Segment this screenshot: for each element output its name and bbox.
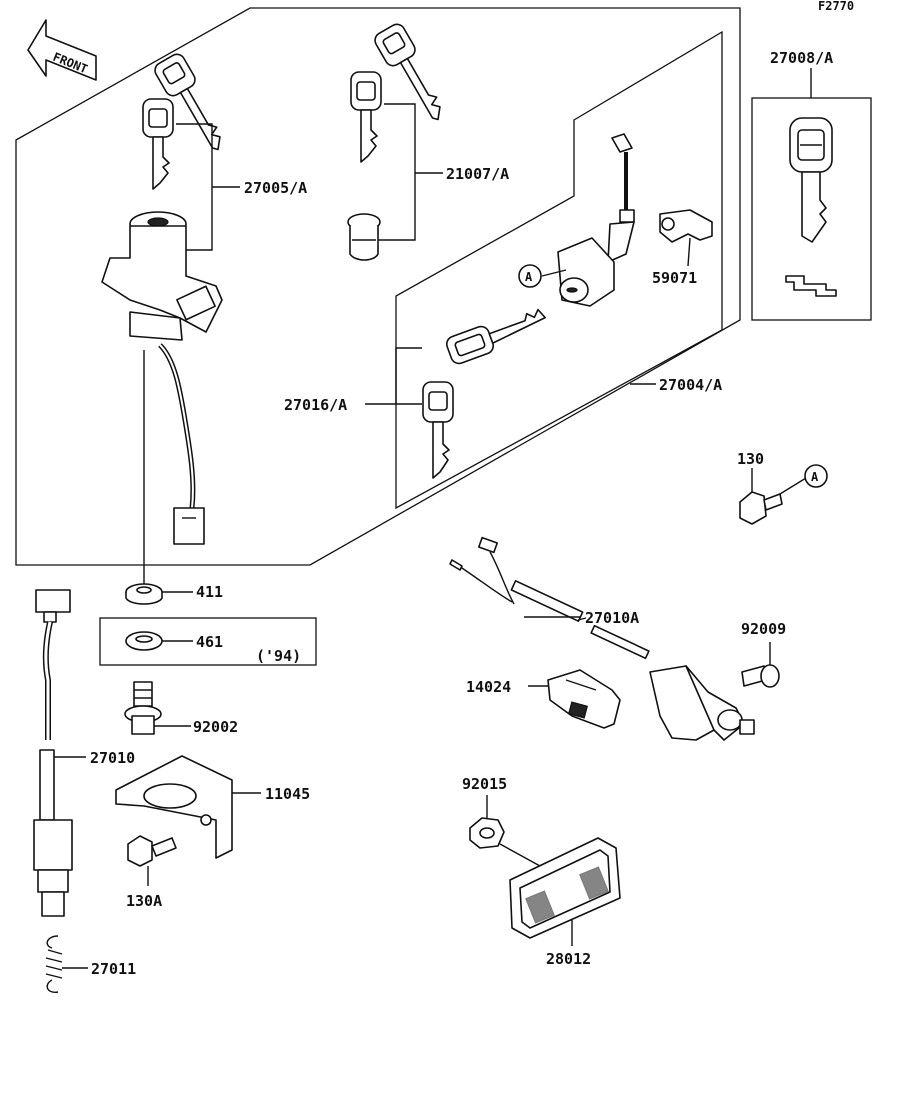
key-set-21007 bbox=[347, 23, 441, 261]
key-set-27005 bbox=[142, 53, 221, 190]
cover-14024 bbox=[547, 669, 621, 729]
ignition-switch bbox=[101, 211, 223, 545]
label-27010A: 27010A bbox=[585, 609, 639, 627]
svg-text:A: A bbox=[525, 270, 533, 284]
bolt-130A bbox=[127, 835, 177, 867]
label-94: ('94) bbox=[256, 647, 301, 665]
bracket-59071 bbox=[659, 209, 713, 243]
spring-27011 bbox=[45, 935, 63, 993]
ref-marker-a-1: A bbox=[518, 264, 542, 288]
washer-411 bbox=[125, 583, 163, 605]
screw-92009 bbox=[741, 664, 780, 688]
front-arrow-icon: FRONT bbox=[27, 19, 97, 81]
ref-marker-a-2: A bbox=[804, 464, 828, 488]
label-27010: 27010 bbox=[90, 749, 135, 767]
label-27005: 27005/A bbox=[244, 179, 307, 197]
label-92002: 92002 bbox=[193, 718, 238, 736]
label-92015: 92015 bbox=[462, 775, 507, 793]
label-27008: 27008/A bbox=[770, 49, 833, 67]
label-27011: 27011 bbox=[91, 960, 136, 978]
label-21007: 21007/A bbox=[446, 165, 509, 183]
svg-text:A: A bbox=[811, 470, 819, 484]
brake-switch-27010A bbox=[449, 536, 755, 741]
key-set-27016 bbox=[422, 308, 546, 479]
label-14024: 14024 bbox=[466, 678, 511, 696]
lock-cylinder-outline bbox=[395, 30, 723, 510]
label-28012: 28012 bbox=[546, 950, 591, 968]
brake-switch-27010 bbox=[33, 589, 73, 917]
label-27004: 27004/A bbox=[659, 376, 722, 394]
label-130A: 130A bbox=[126, 892, 162, 910]
leader-lines bbox=[54, 68, 812, 969]
main-assembly-outline bbox=[15, 7, 741, 566]
bolt-130 bbox=[739, 491, 783, 525]
label-461: 461 bbox=[196, 633, 223, 651]
lock-cylinder bbox=[557, 133, 635, 307]
bolt-92002 bbox=[124, 681, 162, 735]
label-59071: 59071 bbox=[652, 269, 697, 287]
label-130: 130 bbox=[737, 450, 764, 468]
washer-94-box bbox=[99, 617, 317, 666]
label-92009: 92009 bbox=[741, 620, 786, 638]
figure-code: F2770 bbox=[818, 0, 854, 13]
nut-92015 bbox=[469, 817, 505, 849]
label-27016: 27016/A bbox=[284, 396, 347, 414]
bracket-11045 bbox=[115, 755, 233, 859]
cap-21007 bbox=[347, 213, 381, 261]
label-411: 411 bbox=[196, 583, 223, 601]
washer-461 bbox=[125, 631, 163, 651]
reflector-28012 bbox=[509, 837, 621, 939]
key-blank-27008 bbox=[785, 117, 837, 297]
label-11045: 11045 bbox=[265, 785, 310, 803]
